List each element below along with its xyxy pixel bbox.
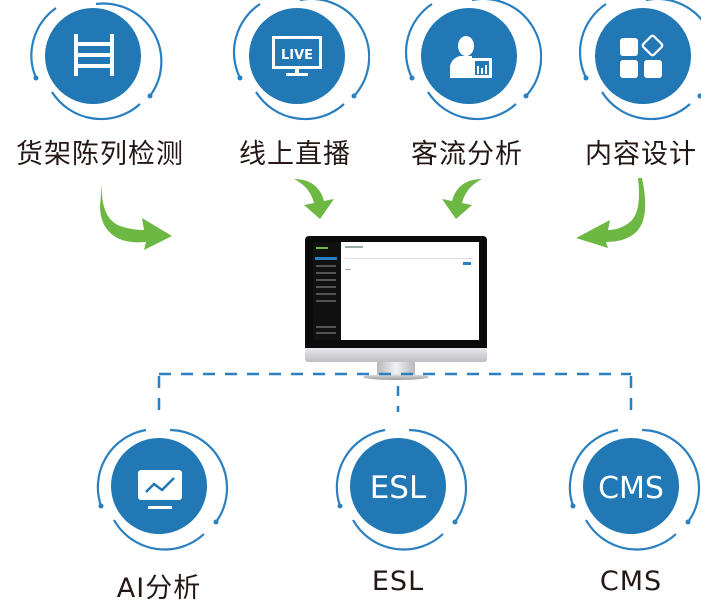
node-cms: CMS CMS <box>556 428 701 603</box>
label-esl: ESL <box>323 566 473 597</box>
label-cms: CMS <box>556 566 701 597</box>
ring-decoration: ESL <box>323 428 473 558</box>
ring-decoration: CMS <box>556 428 701 558</box>
esl-text-icon: ESL <box>370 470 427 506</box>
cms-text-icon: CMS <box>598 471 664 506</box>
node-ai-analysis: AI分析 <box>84 428 234 603</box>
node-esl: ESL ESL <box>323 428 473 603</box>
trend-monitor-icon <box>136 468 184 512</box>
label-ai-analysis: AI分析 <box>84 566 234 605</box>
